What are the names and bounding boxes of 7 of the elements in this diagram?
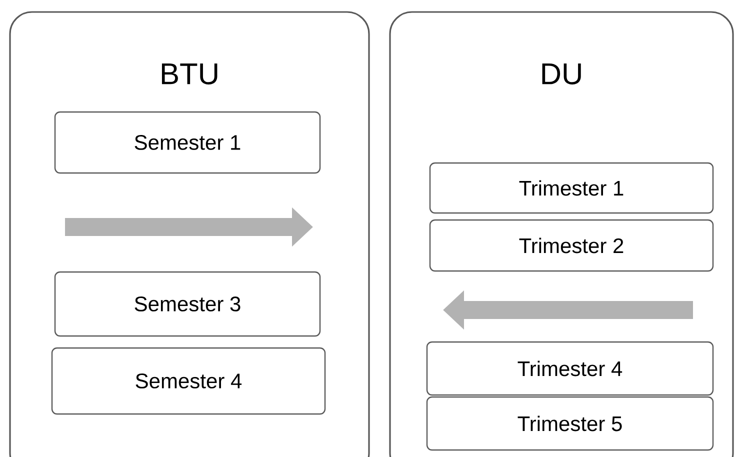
term-box: Trimester 1 [429, 162, 714, 214]
term-box: Trimester 4 [426, 341, 714, 396]
term-box: Semester 4 [51, 347, 326, 415]
term-box: Trimester 2 [429, 219, 714, 272]
term-box: Semester 3 [54, 271, 321, 337]
term-box: Semester 1 [54, 111, 321, 174]
term-box: Trimester 5 [426, 396, 714, 451]
